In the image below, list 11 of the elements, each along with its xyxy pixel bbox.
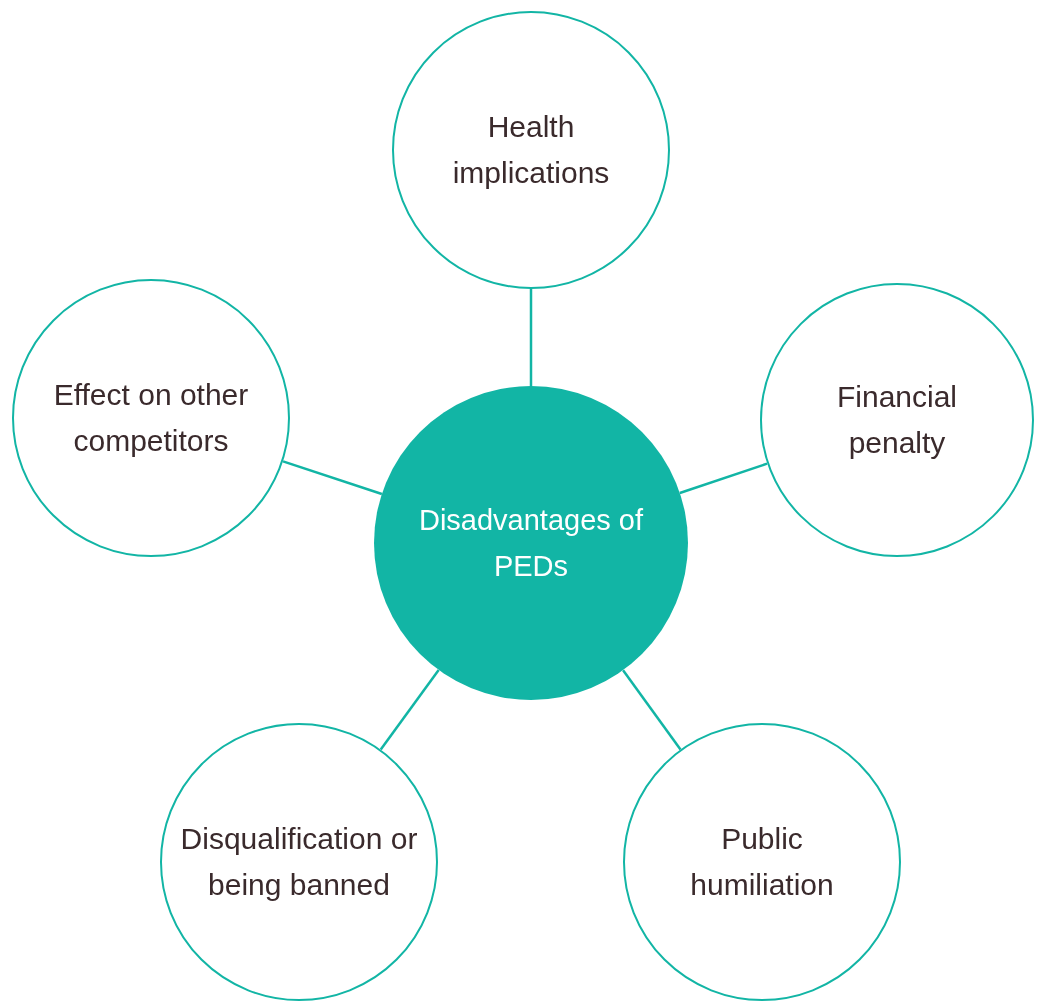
connector-line	[679, 462, 768, 495]
circle-label: Public humiliation	[689, 821, 835, 903]
circle-label: Financial penalty	[835, 379, 959, 461]
circle-label: Health implications	[451, 109, 611, 191]
circle-label: Disadvantages of PEDs	[417, 503, 645, 584]
connector-line	[379, 669, 440, 751]
circle-label: Effect on other competitors	[52, 377, 250, 459]
circle-label: Disqualification or being banned	[179, 821, 419, 903]
connector-line	[529, 289, 533, 386]
connector-line	[282, 460, 383, 496]
connector-line	[622, 669, 682, 751]
